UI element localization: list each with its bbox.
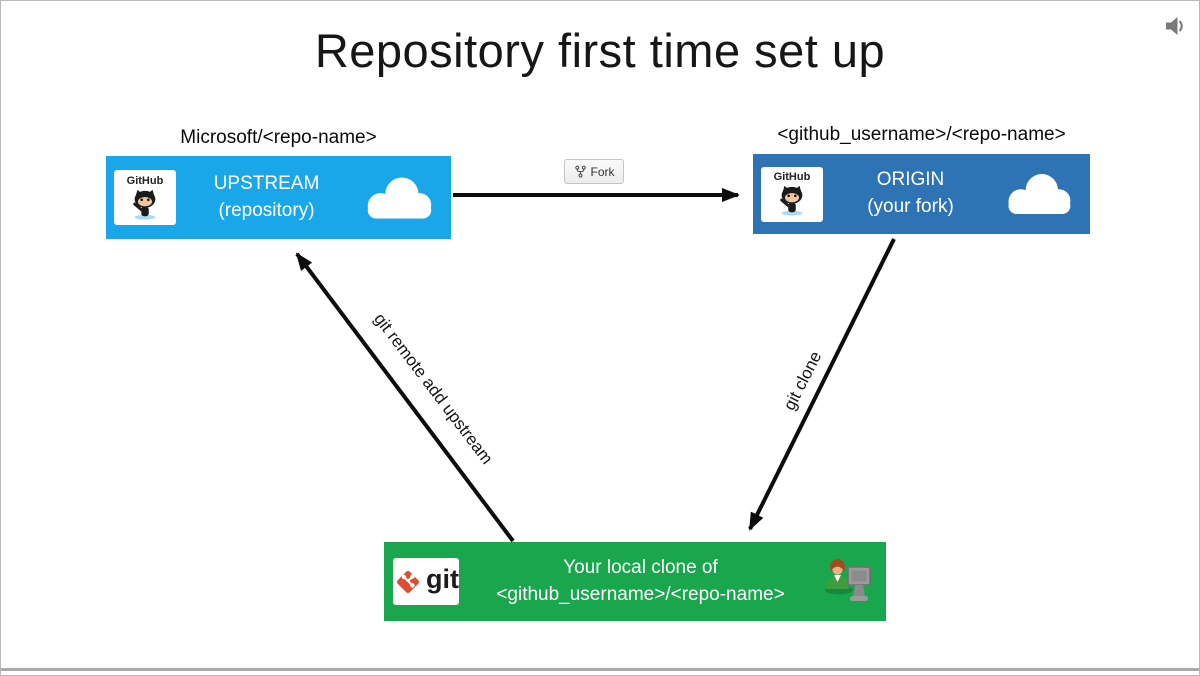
cloud-icon xyxy=(367,177,432,218)
fork-button-label: Fork xyxy=(590,164,615,179)
page-title: Repository first time set up xyxy=(314,24,886,77)
arrow-origin-to-local xyxy=(748,238,896,531)
upstream-repo-path-label: Microsoft/<repo-name> xyxy=(180,127,377,148)
origin-box-text: ORIGIN (your fork) xyxy=(823,167,998,220)
edge-label-git-remote-add-upstream: git remote add upstream xyxy=(370,309,497,468)
upstream-name: UPSTREAM xyxy=(213,172,320,194)
speaker-body xyxy=(1166,17,1178,35)
github-logo-text: GitHub xyxy=(773,171,811,183)
local-box-text: Your local clone of <github_username>/<r… xyxy=(459,555,822,608)
local-line2: <github_username>/<repo-name> xyxy=(496,583,785,605)
person-at-computer-icon xyxy=(825,558,871,601)
github-logo-text: GitHub xyxy=(126,174,164,187)
octocat-icon xyxy=(780,185,803,216)
speaker-wave xyxy=(1178,20,1183,32)
git-diamond-icon xyxy=(397,570,419,593)
github-logo-card: GitHub xyxy=(114,170,176,225)
local-clone-box: git Your local clone of <github_username… xyxy=(384,542,886,621)
edge-label-git-clone: git clone xyxy=(779,348,826,414)
git-logo-text: git xyxy=(426,564,459,594)
fork-button[interactable]: Fork xyxy=(564,159,624,184)
upstream-box: GitHub UPSTREAM (repository) xyxy=(106,156,451,239)
audio-speaker-icon[interactable] xyxy=(1163,13,1189,39)
github-logo-card: GitHub xyxy=(761,166,823,222)
upstream-box-text: UPSTREAM (repository) xyxy=(176,171,357,224)
origin-repo-path-label: <github_username>/<repo-name> xyxy=(777,124,1066,145)
octocat-icon xyxy=(133,189,156,220)
arrow-local-to-upstream xyxy=(295,252,515,543)
git-logo-card: git xyxy=(393,558,459,605)
origin-name: ORIGIN xyxy=(876,169,945,191)
upstream-subtitle: (repository) xyxy=(218,199,315,221)
cloud-icon xyxy=(1008,174,1071,214)
fork-icon xyxy=(574,165,586,178)
origin-box: GitHub ORIGIN (your fork) xyxy=(753,154,1090,234)
origin-subtitle: (your fork) xyxy=(867,196,954,217)
local-line1: Your local clone of xyxy=(563,556,718,578)
slide-bottom-divider xyxy=(1,668,1199,671)
